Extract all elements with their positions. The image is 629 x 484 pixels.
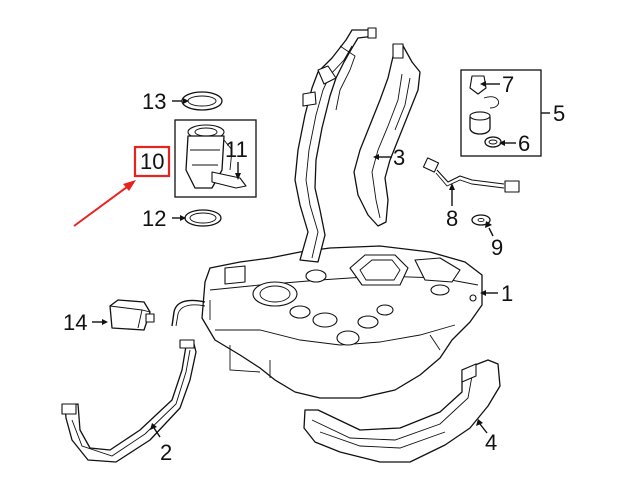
fuel-pump-box [174,119,257,198]
callout-12: 12 [142,206,166,231]
fuel-tank [201,245,483,399]
valve-kit-box [460,69,542,157]
wire-harness-8 [422,157,520,193]
sensor-14 [109,299,155,331]
callout-1: 1 [501,281,513,306]
highlight-group [73,145,171,227]
heat-shield [353,43,421,227]
callout-11: 11 [225,137,248,162]
callout-8: 8 [446,206,458,231]
highlight-box [133,145,171,178]
callout-6: 6 [518,131,530,156]
callout-5: 5 [553,101,565,126]
tank-strap-2 [61,339,197,463]
callout-14: 14 [63,310,87,335]
vent-hose [171,299,206,327]
callout-7: 7 [502,72,514,97]
leader-lines [92,81,550,438]
filler-neck-pipe [294,27,377,263]
callout-3: 3 [393,145,405,170]
highlight-arrow-head [123,180,136,191]
callout-2: 2 [160,440,172,465]
washer-9 [471,214,491,226]
under-shield-4 [303,359,501,463]
callout-9: 9 [491,235,503,260]
highlight-arrow-shaft [73,183,132,227]
seal-ring-12 [184,209,222,227]
callout-10: 10 [140,149,164,174]
callout-13: 13 [142,89,166,114]
callout-4: 4 [485,430,497,455]
callout-labels: 1 2 3 4 5 6 7 8 9 10 11 12 13 14 [63,72,565,465]
